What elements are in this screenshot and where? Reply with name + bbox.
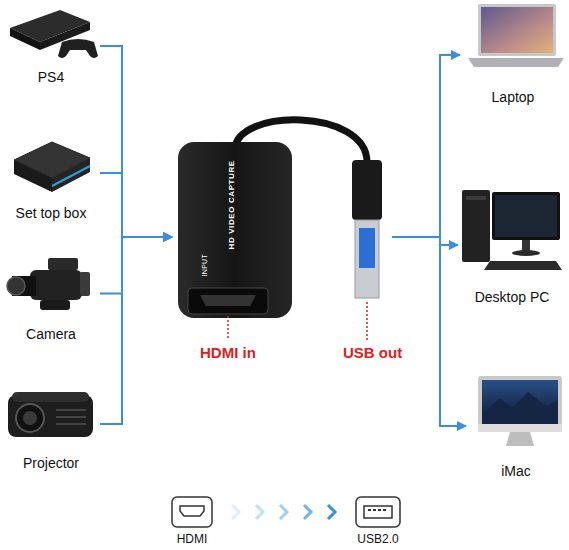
camcorder xyxy=(48,258,78,270)
signal-arrow xyxy=(392,237,466,426)
usb-icon xyxy=(364,506,392,518)
capture-device xyxy=(200,295,256,306)
flow-chevrons xyxy=(304,505,311,519)
flow-chevrons xyxy=(232,505,335,519)
node-label: Camera xyxy=(26,326,76,342)
projector xyxy=(23,411,37,425)
hdmi-icon xyxy=(172,497,212,527)
device-box: PS4 xyxy=(2,2,100,90)
device-box: Camera xyxy=(2,240,100,347)
desktop-pc xyxy=(512,250,540,256)
node-label: HD VIDEO CAPTURE xyxy=(227,150,237,260)
desktop-pc xyxy=(462,190,490,262)
ps4-console xyxy=(58,39,98,58)
flow-chevrons xyxy=(328,505,335,519)
device-box: Desktop PC xyxy=(458,180,566,310)
set-top-box xyxy=(52,166,90,186)
node-label: Desktop PC xyxy=(475,289,550,305)
capture-device xyxy=(178,142,292,318)
node-sublabel: INPUT xyxy=(201,250,209,280)
node-label: Set top box xyxy=(16,205,87,221)
hdmi-icon xyxy=(172,497,212,527)
projector xyxy=(16,404,44,432)
node-label: PS4 xyxy=(38,69,64,85)
usb-icon xyxy=(356,497,400,527)
capture-device: HD VIDEO CAPTURE INPUT xyxy=(172,140,392,334)
projector xyxy=(12,392,89,402)
signal-arrow xyxy=(100,46,172,237)
device-box: Projector xyxy=(2,372,100,476)
ps4-console xyxy=(10,28,40,50)
node-label: iMac xyxy=(501,463,531,479)
device-box: Laptop xyxy=(460,0,566,110)
laptop xyxy=(478,4,556,56)
icon-label: HDMI xyxy=(172,532,212,546)
imac xyxy=(482,392,558,424)
leader-line xyxy=(366,302,368,340)
signal-arrow xyxy=(392,55,460,237)
hdmi-icon xyxy=(180,506,204,516)
laptop xyxy=(481,7,553,53)
leader-line xyxy=(228,302,367,340)
leader-line xyxy=(227,316,229,340)
projector xyxy=(56,416,86,418)
capture-device xyxy=(178,120,382,318)
capture-device xyxy=(355,220,379,298)
camcorder xyxy=(80,272,90,296)
capture-device xyxy=(188,288,268,314)
desktop-pc xyxy=(462,190,562,270)
signal-arrow xyxy=(100,237,172,294)
signal-arrow xyxy=(392,237,458,245)
flow-chevrons xyxy=(256,505,263,519)
imac xyxy=(478,376,562,432)
port-label: USB out xyxy=(343,344,402,361)
device-box: Set top box xyxy=(2,120,100,226)
desktop-pc xyxy=(484,261,562,270)
camcorder xyxy=(40,300,70,310)
camcorder xyxy=(7,258,90,310)
port-label: HDMI in xyxy=(200,344,256,361)
imac xyxy=(506,432,534,446)
set-top-box xyxy=(52,158,90,192)
laptop xyxy=(468,58,564,67)
projector xyxy=(8,392,93,437)
flow-chevrons xyxy=(232,505,239,519)
set-top-box xyxy=(14,142,90,192)
imac xyxy=(482,380,558,424)
laptop xyxy=(468,4,564,67)
icon-label: USB2.0 xyxy=(356,532,400,546)
imac xyxy=(478,376,562,446)
capture-device xyxy=(359,228,375,268)
ps4-console xyxy=(10,10,98,58)
camcorder xyxy=(30,270,82,300)
desktop-pc xyxy=(466,196,486,200)
device-box: iMac xyxy=(466,368,566,484)
signal-arrow xyxy=(100,237,172,424)
node-label: Laptop xyxy=(492,89,535,105)
projector xyxy=(56,423,86,425)
imac xyxy=(478,424,562,432)
desktop-pc xyxy=(495,195,557,237)
usb-icon xyxy=(356,497,400,527)
node-label: Projector xyxy=(23,455,79,471)
capture-device xyxy=(352,160,382,220)
flow-chevrons xyxy=(280,505,287,519)
usb-icon xyxy=(368,509,388,511)
signal-arrow xyxy=(100,173,172,237)
desktop-pc xyxy=(492,192,560,240)
projector xyxy=(56,409,86,411)
camcorder xyxy=(7,277,25,295)
set-top-box xyxy=(14,160,52,192)
